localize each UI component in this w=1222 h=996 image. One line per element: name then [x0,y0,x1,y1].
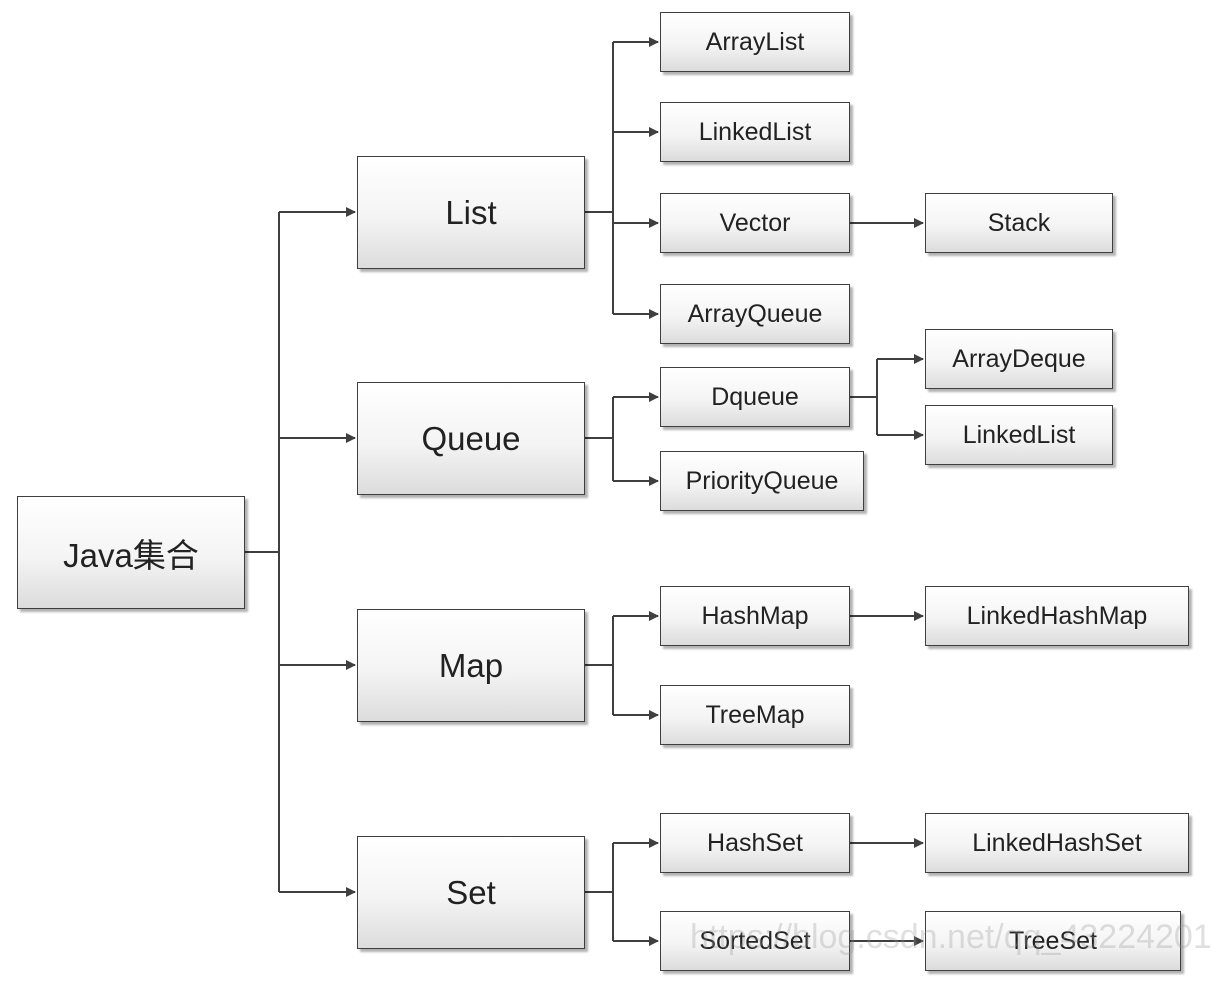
node-linkedhashset: LinkedHashSet [925,813,1189,873]
node-arrayqueue: ArrayQueue [660,284,850,344]
node-arraylist: ArrayList [660,12,850,72]
node-linkedhashmap: LinkedHashMap [925,586,1189,646]
node-list: List [357,156,585,269]
node-set: Set [357,836,585,949]
node-stack: Stack [925,193,1113,253]
node-hashmap: HashMap [660,586,850,646]
node-java-collections: Java集合 [17,496,245,609]
watermark-text: https://blog.csdn.net/qq_43224201 [690,918,1212,956]
node-treeset: TreeSet [925,911,1181,971]
node-priorityqueue: PriorityQueue [660,451,864,511]
node-vector: Vector [660,193,850,253]
node-queue: Queue [357,382,585,495]
node-map: Map [357,609,585,722]
node-dqueue: Dqueue [660,367,850,427]
node-arraydeque: ArrayDeque [925,329,1113,389]
node-sortedset: SortedSet [660,911,850,971]
node-linkedlist: LinkedList [660,102,850,162]
node-linkedlist-deque: LinkedList [925,405,1113,465]
node-hashset: HashSet [660,813,850,873]
node-treemap: TreeMap [660,685,850,745]
